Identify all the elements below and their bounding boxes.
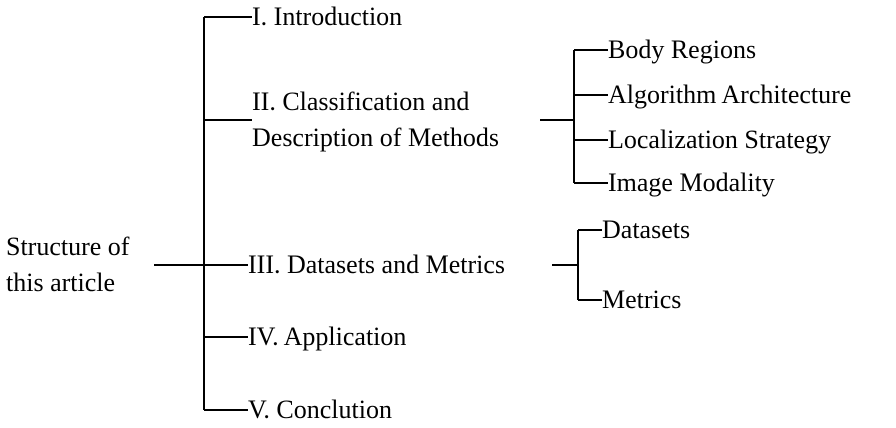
sub-metrics: Metrics bbox=[602, 285, 682, 314]
sub-datasets: Datasets bbox=[602, 215, 691, 244]
root-label-line1: Structure of bbox=[6, 232, 130, 261]
root-label-line2: this article bbox=[6, 268, 116, 297]
section-classification-line2: Description of Methods bbox=[252, 123, 499, 152]
section-datasets-metrics: III. Datasets and Metrics bbox=[248, 250, 506, 279]
method-body-regions: Body Regions bbox=[608, 35, 757, 64]
method-image-modality: Image Modality bbox=[608, 168, 775, 197]
section-application: IV. Application bbox=[248, 322, 407, 351]
section-classification-line1: II. Classification and bbox=[252, 87, 470, 116]
method-localization-strategy: Localization Strategy bbox=[608, 125, 832, 154]
method-algorithm-architecture: Algorithm Architecture bbox=[608, 80, 852, 109]
section-conclution: V. Conclution bbox=[248, 395, 392, 424]
section-introduction: I. Introduction bbox=[252, 2, 403, 31]
